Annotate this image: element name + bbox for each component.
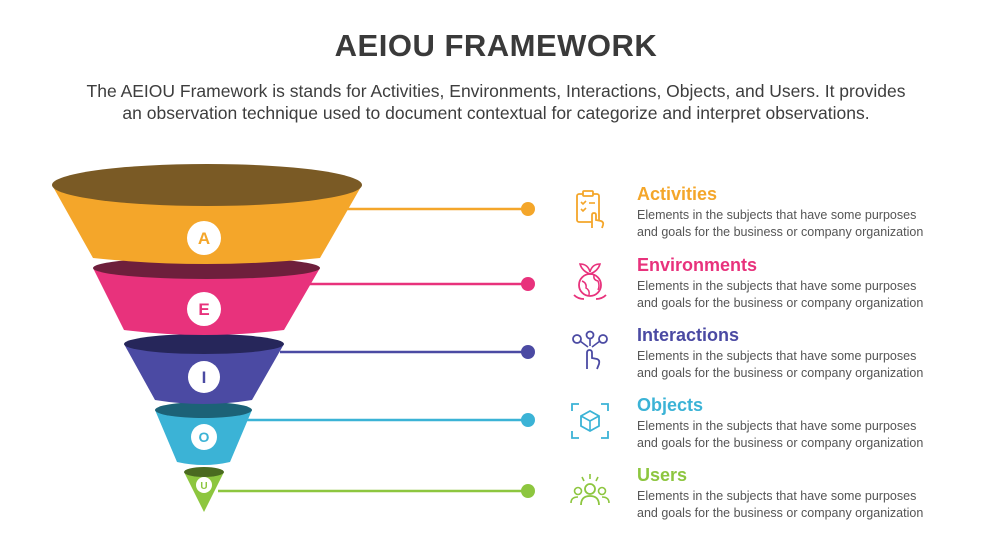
- item-description-line: Elements in the subjects that have some …: [637, 279, 917, 293]
- subtitle-line-2: an observation technique used to documen…: [122, 103, 870, 123]
- item-description: Elements in the subjects that have some …: [637, 418, 977, 451]
- item-description-line: and goals for the business or company or…: [637, 505, 924, 520]
- item-description-line: and goals for the business or company or…: [637, 435, 924, 450]
- item-description-line: Elements in the subjects that have some …: [637, 419, 917, 433]
- svg-text:I: I: [202, 368, 207, 387]
- connector-dot-e: [521, 277, 535, 291]
- svg-text:U: U: [200, 481, 207, 492]
- item-label: Users: [637, 465, 688, 485]
- svg-text:A: A: [198, 229, 210, 248]
- item-description-line: and goals for the business or company or…: [637, 224, 924, 239]
- item-label: Interactions: [637, 325, 740, 345]
- subtitle-line-1: The AEIOU Framework is stands for Activi…: [86, 81, 906, 101]
- page-title: AEIOU FRAMEWORK: [334, 28, 658, 63]
- users-group-icon: [570, 474, 610, 506]
- item-description: Elements in the subjects that have some …: [637, 207, 977, 240]
- funnel-tier-i: I: [124, 334, 284, 404]
- checklist-hand-icon: [576, 190, 605, 229]
- item-description-line: and goals for the business or company or…: [637, 295, 924, 310]
- funnel-tier-u: U: [184, 467, 224, 512]
- connector-dot-i: [521, 345, 535, 359]
- connector-dot-o: [521, 413, 535, 427]
- connector-dot-u: [521, 484, 535, 498]
- funnel-tier-o: O: [155, 402, 252, 465]
- item-interactions: Interactions Elements in the subjects th…: [568, 325, 978, 387]
- item-description-line: Elements in the subjects that have some …: [637, 208, 917, 222]
- item-description-line: Elements in the subjects that have some …: [637, 489, 917, 503]
- svg-text:O: O: [199, 429, 210, 445]
- item-environments: Environments Elements in the subjects th…: [568, 255, 978, 317]
- cube-focus-icon: [571, 403, 609, 439]
- item-description: Elements in the subjects that have some …: [637, 488, 977, 521]
- connector-dot-a: [521, 202, 535, 216]
- item-description: Elements in the subjects that have some …: [637, 348, 977, 381]
- globe-leaf-icon: [573, 263, 607, 300]
- item-description: Elements in the subjects that have some …: [637, 278, 977, 311]
- svg-text:E: E: [198, 300, 209, 319]
- item-activities: Activities Elements in the subjects that…: [568, 184, 978, 246]
- item-label: Objects: [637, 395, 704, 415]
- item-users: Users Elements in the subjects that have…: [568, 465, 978, 527]
- touch-network-icon: [572, 330, 608, 370]
- page-subtitle: The AEIOU Framework is stands for Activi…: [30, 80, 962, 124]
- item-objects: Objects Elements in the subjects that ha…: [568, 395, 978, 457]
- funnel-tier-a: A: [52, 164, 362, 264]
- item-label: Activities: [637, 184, 718, 204]
- item-description-line: Elements in the subjects that have some …: [637, 349, 917, 363]
- funnel-tier-e: E: [93, 257, 320, 335]
- item-label: Environments: [637, 255, 758, 275]
- item-description-line: and goals for the business or company or…: [637, 365, 924, 380]
